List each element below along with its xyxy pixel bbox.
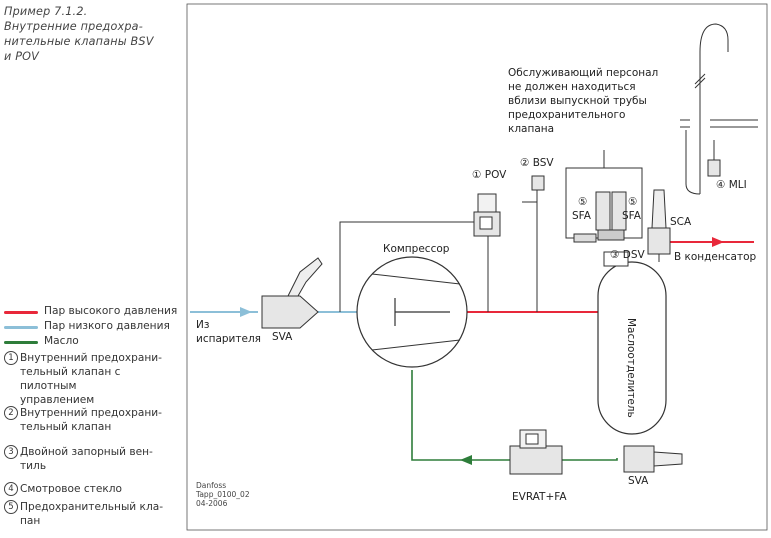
note-line: Двойной запорный вен- xyxy=(20,446,153,458)
note-line: управлением xyxy=(20,394,95,406)
legend-label: Пар низкого давления xyxy=(44,320,170,332)
note-number: 5 xyxy=(4,500,18,514)
bsv-valve xyxy=(531,175,545,191)
diagram-frame xyxy=(186,3,768,531)
warning-line: Обслуживающий персонал xyxy=(508,67,658,79)
vent-pipe xyxy=(699,23,729,194)
compressor-detail xyxy=(371,273,461,285)
dsv-label: ③ DSV xyxy=(610,249,646,261)
arrow-icon xyxy=(460,455,472,465)
note-number: 1 xyxy=(4,351,18,365)
bsv-line xyxy=(522,201,538,312)
pov-head xyxy=(477,193,497,213)
note-line: Смотровое стекло xyxy=(20,483,123,495)
sca-valve xyxy=(647,227,671,255)
oil-separator xyxy=(597,261,667,435)
note-line: Предохранительный кла- xyxy=(20,501,164,513)
legend-label: Масло xyxy=(44,335,79,347)
sfa-left-label: SFA xyxy=(572,210,592,222)
pov-label: ① POV xyxy=(472,169,507,181)
note-line: Внутренний предохрани- xyxy=(20,407,162,419)
note-line: пан xyxy=(20,515,41,527)
note-number: 3 xyxy=(4,445,18,459)
pov-relief-line xyxy=(339,221,480,312)
break-mark xyxy=(694,73,706,85)
stamp-line: Tapp_0100_02 xyxy=(195,490,250,499)
sfa-left-valve xyxy=(595,191,611,231)
sca-label: SCA xyxy=(670,216,692,228)
evrat-valve xyxy=(509,445,563,475)
sca-stem xyxy=(651,189,667,229)
legend-swatch xyxy=(4,326,38,329)
caption-line: и POV xyxy=(4,50,40,63)
bsv-label: ② BSV xyxy=(520,157,554,169)
inlet-label: испарителя xyxy=(196,333,261,345)
compressor-detail xyxy=(371,339,461,351)
legend-swatch xyxy=(4,341,38,344)
compressor-label: Компрессор xyxy=(383,243,450,255)
evrat-label: EVRAT+FA xyxy=(512,491,567,503)
sfa-left-num: ⑤ xyxy=(578,196,587,208)
stamp-line: 04-2006 xyxy=(196,499,228,508)
warning-line: вблизи выпускной трубы xyxy=(508,95,647,107)
pov-window xyxy=(479,216,493,230)
note-line: тельный клапан xyxy=(20,421,112,433)
warning-line: не должен находиться xyxy=(508,81,636,93)
caption-line: Пример 7.1.2. xyxy=(4,5,88,18)
mli-label: ④ MLI xyxy=(716,179,747,191)
vent-drop xyxy=(685,130,701,195)
evrat-window xyxy=(525,433,539,445)
dsv-valve xyxy=(603,251,629,267)
sva-inlet-stem xyxy=(287,257,323,297)
legend-label: Пар высокого давления xyxy=(44,305,178,317)
legend-swatch xyxy=(4,311,38,314)
outlet-label: В конденсатор xyxy=(674,251,757,263)
caption-line: нительные клапаны BSV xyxy=(4,35,154,48)
dsv-handle xyxy=(573,233,597,243)
mli-glass xyxy=(707,159,721,177)
warning-line: предохранительного xyxy=(508,109,625,121)
inlet-label: Из xyxy=(196,319,209,331)
figure-caption: Пример 7.1.2. Внутренние предохра- нител… xyxy=(4,4,164,64)
arrow-icon xyxy=(712,237,724,247)
sva-inlet-label: SVA xyxy=(272,331,293,343)
note-number: 4 xyxy=(4,482,18,496)
sva-oil-stem xyxy=(653,451,683,467)
sva-inlet-valve xyxy=(261,295,319,329)
arrow-icon xyxy=(240,307,252,317)
refrigeration-diagram: Компрессор Маслоотделитель Обслуживающий… xyxy=(186,3,768,531)
break-mark xyxy=(694,77,706,89)
sidebar: Пример 7.1.2. Внутренние предохра- нител… xyxy=(0,0,177,538)
note-number: 2 xyxy=(4,406,18,420)
sva-oil-valve xyxy=(623,445,655,473)
sfa-right-num: ⑤ xyxy=(628,196,637,208)
dsv-body xyxy=(597,229,625,241)
stamp-line: Danfoss xyxy=(196,481,226,490)
warning-line: клапана xyxy=(508,123,554,135)
separator-label: Маслоотделитель xyxy=(625,318,637,418)
note-line: Внутренний предохрани- xyxy=(20,352,162,364)
sva-oil-label: SVA xyxy=(628,475,649,487)
caption-line: Внутренние предохра- xyxy=(4,20,143,33)
note-line: тельный клапан с пилотным xyxy=(20,366,121,392)
pov-valve xyxy=(473,211,501,237)
sfa-right-label: SFA xyxy=(622,210,642,222)
note-line: тиль xyxy=(20,460,47,472)
